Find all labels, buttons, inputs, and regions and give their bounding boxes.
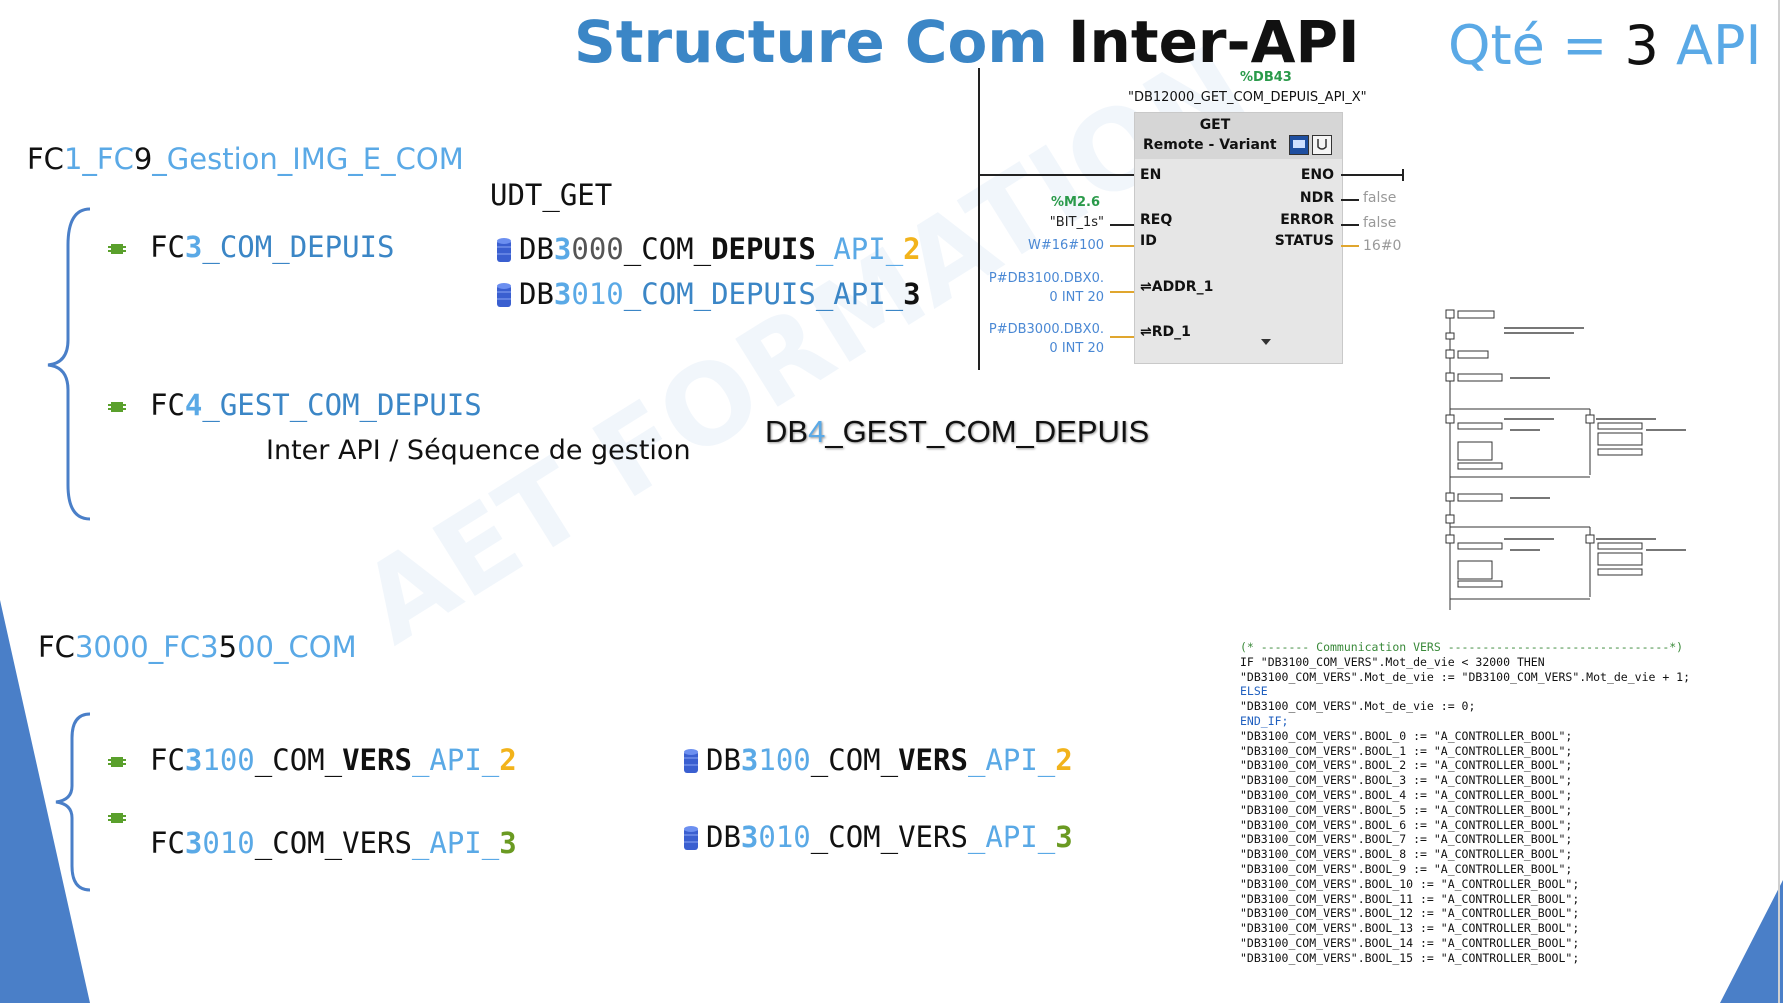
ladder-power-rail: [978, 68, 980, 370]
get-function-block: GET Remote - Variant EN REQ ID ⇌ADDR_1 ⇌…: [1134, 112, 1343, 364]
code-line: "DB3100_COM_VERS".BOOL_8 := "A_CONTROLLE…: [1240, 847, 1573, 862]
instance-db-name: "DB12000_GET_COM_DEPUIS_API_X": [1128, 90, 1367, 105]
sequence-graph-thumbnail: [1445, 309, 1686, 610]
pin-addr-1: ⇌ADDR_1: [1140, 279, 1214, 295]
code-line: (* ------- Communication VERS ----------…: [1240, 640, 1684, 654]
code-line: "DB3100_COM_VERS".BOOL_10 := "A_CONTROLL…: [1240, 876, 1580, 891]
wire-eno-end: [1402, 169, 1404, 181]
code-line: "DB3100_COM_VERS".BOOL_13 := "A_CONTROLL…: [1240, 921, 1580, 936]
code-line: "DB3100_COM_VERS".Mot_de_vie := "DB3100_…: [1240, 669, 1691, 684]
pin-eno: ENO: [1300, 167, 1334, 183]
code-line: "DB3100_COM_VERS".BOOL_5 := "A_CONTROLLE…: [1240, 802, 1573, 817]
instance-db-address: %DB43: [1240, 70, 1292, 85]
function-block-icon: [108, 813, 126, 823]
code-line: "DB3100_COM_VERS".BOOL_2 := "A_CONTROLLE…: [1240, 758, 1573, 773]
db3100-com-vers-api-2: DB3100_COM_VERS_API_2: [684, 743, 1073, 777]
pin-req: REQ: [1140, 212, 1173, 228]
get-block-diagram: %DB43 "DB12000_GET_COM_DEPUIS_API_X" GET…: [978, 68, 1418, 368]
api-quantity: Qté = 3 API: [1448, 14, 1762, 77]
code-line: "DB3100_COM_VERS".BOOL_7 := "A_CONTROLLE…: [1240, 832, 1573, 847]
right-edge-line: [1778, 0, 1780, 1003]
db4-gest-com-depuis: DB4_GEST_COM_DEPUIS: [765, 414, 1150, 449]
database-icon: [497, 238, 511, 262]
code-line: "DB3100_COM_VERS".BOOL_14 := "A_CONTROLL…: [1240, 935, 1580, 950]
error-value: false: [1363, 215, 1397, 231]
req-address: %M2.6: [1051, 195, 1100, 210]
wire-addr: [1110, 291, 1134, 293]
code-line: END_IF;: [1240, 713, 1289, 728]
db3000-com-depuis-api-2: DB3000_COM_DEPUIS_API_2: [497, 232, 921, 266]
block-name: GET: [1199, 117, 1231, 133]
addr-value-line1: P#DB3100.DBX0.: [988, 271, 1104, 286]
pin-ndr: NDR: [1299, 190, 1334, 206]
group2-header: FC3000_FC3500_COM: [38, 630, 357, 664]
fc4-gest-com-depuis: FC4_GEST_COM_DEPUIS: [108, 388, 482, 422]
wire-status: [1341, 245, 1359, 247]
database-icon: [684, 826, 698, 850]
function-block-icon: [108, 757, 126, 767]
page-title: Structure Com Inter-API: [574, 8, 1360, 76]
wire-error: [1341, 224, 1359, 226]
fc4-description: Inter API / Séquence de gestion: [266, 435, 691, 466]
code-line: IF "DB3100_COM_VERS".Mot_de_vie < 32000 …: [1240, 654, 1545, 669]
function-block-icon: [108, 244, 126, 254]
code-line: ELSE: [1240, 684, 1268, 699]
addr-value-line2: 0 INT 20: [1049, 290, 1104, 305]
pin-status: STATUS: [1274, 233, 1334, 249]
scl-code-listing: (* ------- Communication VERS ----------…: [1240, 640, 1690, 966]
corner-decoration-left: [0, 600, 90, 1003]
code-line: "DB3100_COM_VERS".BOOL_0 := "A_CONTROLLE…: [1240, 728, 1573, 743]
rd-value-line2: 0 INT 20: [1049, 341, 1104, 356]
function-block-icon: [108, 402, 126, 412]
pin-en: EN: [1140, 167, 1162, 183]
block-subtitle: Remote - Variant: [1143, 137, 1277, 153]
group1-brace: [47, 207, 91, 521]
code-line: "DB3100_COM_VERS".BOOL_3 := "A_CONTROLLE…: [1240, 773, 1573, 788]
fc3100-com-vers-api-2: FC3100_COM_VERS_API_2: [108, 743, 517, 777]
corner-decoration-right: [1720, 880, 1783, 1003]
code-line: "DB3100_COM_VERS".BOOL_12 := "A_CONTROLL…: [1240, 906, 1580, 921]
monitor-icon: [1289, 135, 1309, 155]
db3010-com-vers-api-3: DB3010_COM_VERS_API_3: [684, 820, 1073, 854]
database-icon: [684, 749, 698, 773]
status-value: 16#0: [1363, 238, 1402, 254]
code-line: "DB3100_COM_VERS".BOOL_11 := "A_CONTROLL…: [1240, 891, 1580, 906]
rd-value-line1: P#DB3000.DBX0.: [988, 322, 1104, 337]
database-icon: [497, 283, 511, 307]
code-line: "DB3100_COM_VERS".BOOL_15 := "A_CONTROLL…: [1240, 950, 1580, 965]
wire-id: [1110, 245, 1134, 247]
ndr-value: false: [1363, 190, 1397, 206]
group2-brace: [55, 712, 91, 892]
wire-eno: [1341, 174, 1403, 176]
pin-error: ERROR: [1280, 212, 1334, 228]
code-line: "DB3100_COM_VERS".BOOL_6 := "A_CONTROLLE…: [1240, 817, 1573, 832]
code-line: "DB3100_COM_VERS".BOOL_9 := "A_CONTROLLE…: [1240, 861, 1573, 876]
code-line: "DB3100_COM_VERS".BOOL_4 := "A_CONTROLLE…: [1240, 787, 1573, 802]
fc3-com-depuis: FC3_COM_DEPUIS: [108, 230, 394, 264]
expand-arrow-icon[interactable]: [1261, 339, 1271, 345]
db3010-com-depuis-api-3: DB3010_COM_DEPUIS_API_3: [497, 277, 921, 311]
wire-en: [978, 174, 1134, 176]
pin-rd-1: ⇌RD_1: [1140, 324, 1191, 340]
wire-req: [1110, 224, 1134, 226]
code-line: "DB3100_COM_VERS".BOOL_1 := "A_CONTROLLE…: [1240, 743, 1573, 758]
udt-get-label: UDT_GET: [490, 178, 613, 212]
pin-id: ID: [1140, 233, 1157, 249]
code-line: "DB3100_COM_VERS".Mot_de_vie := 0;: [1240, 699, 1476, 714]
group1-header: FC1_FC9_Gestion_IMG_E_COM: [27, 142, 464, 176]
fc3010-com-vers-api-3: FC3010_COM_VERS_API_3: [150, 826, 517, 860]
id-value: W#16#100: [1028, 238, 1104, 253]
req-tag: "BIT_1s": [1049, 215, 1104, 230]
wire-rd: [1110, 336, 1134, 338]
diagnostic-icon: [1312, 135, 1332, 155]
wire-ndr: [1341, 199, 1359, 201]
